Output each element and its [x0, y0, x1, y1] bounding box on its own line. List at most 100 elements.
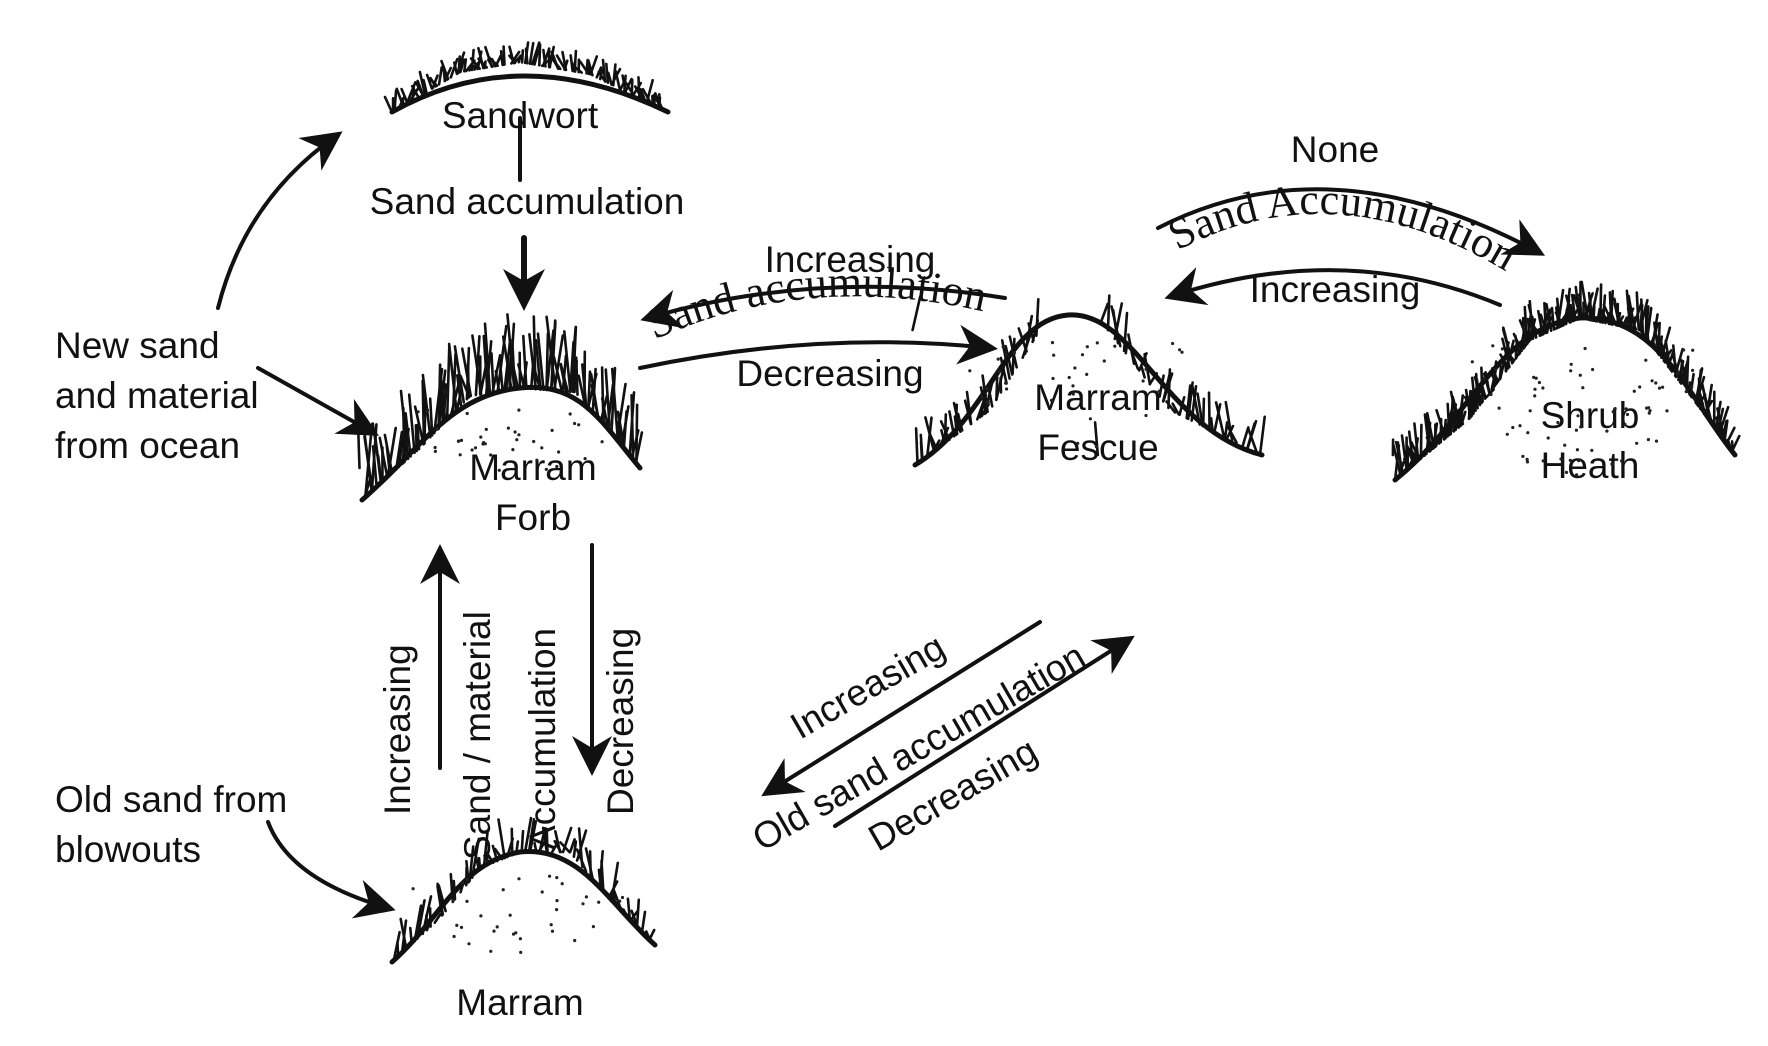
sand-dot — [618, 899, 622, 903]
sand-dot — [1605, 429, 1609, 433]
old-sand-increasing-arrow — [761, 620, 1042, 797]
sand-dot — [577, 423, 581, 427]
grass-blade — [1425, 436, 1434, 451]
sand-dot — [1635, 441, 1639, 445]
grass-blade — [523, 41, 530, 65]
grass-blade — [465, 859, 470, 884]
grass-blade — [536, 332, 545, 391]
grass-blade — [1698, 392, 1707, 417]
grass-blade — [1000, 339, 1011, 380]
grass-blade — [1580, 280, 1590, 321]
sand-dot — [549, 923, 553, 927]
sand-dot — [1581, 386, 1585, 390]
sand-dot — [1085, 372, 1089, 376]
grass-blade — [447, 342, 458, 412]
grass-blade — [1570, 293, 1577, 322]
sand-dot — [492, 929, 496, 933]
grass-blade — [597, 70, 607, 83]
grass-blade — [568, 838, 576, 854]
grass-blade — [510, 357, 520, 390]
grass-blade — [1657, 321, 1661, 356]
grass-blade — [482, 334, 489, 395]
grass-blade — [371, 445, 378, 489]
grass-blade — [571, 325, 578, 394]
grass-blade — [463, 58, 468, 73]
forb-fescue-sand-accumulation-label: Sand accumulation — [639, 257, 991, 349]
sand-dot — [1073, 366, 1077, 370]
sand-dot — [550, 428, 554, 432]
marram-forb-label-line1: Marram — [469, 447, 596, 488]
grass-blade — [622, 410, 628, 449]
forb-to-fescue-arrow — [638, 324, 998, 370]
sand-dot — [1076, 441, 1080, 445]
grass-blade — [1555, 297, 1562, 329]
sand-dot — [1579, 425, 1583, 429]
sand-dot — [1071, 384, 1075, 388]
sand-dot — [1541, 459, 1545, 463]
sand-dot — [421, 416, 426, 420]
grass-blade — [409, 926, 413, 946]
grass-blade — [533, 841, 538, 854]
grass-blade — [399, 389, 410, 460]
new-sand-to-sandwort-arrow — [216, 131, 343, 310]
sand-dot — [1494, 367, 1498, 371]
grass-blade — [622, 908, 630, 920]
sand-dot — [555, 899, 559, 903]
grass-blade — [956, 412, 964, 432]
grass-blade — [610, 367, 620, 442]
sand-dot — [411, 887, 415, 891]
sand-dot — [555, 908, 559, 912]
old-sand-to-marram-arrow — [266, 820, 396, 919]
grass-blade — [552, 355, 564, 393]
sand-dot — [1590, 448, 1594, 452]
grass-blade — [386, 426, 397, 479]
grass-blade — [1201, 397, 1206, 428]
grass-blade — [410, 84, 420, 98]
sand-dot — [1526, 431, 1530, 435]
shrub-heath-vegetation — [1391, 280, 1741, 482]
new-sand-label-line3: from ocean — [55, 425, 240, 466]
sand-dot — [435, 427, 439, 431]
grass-blade — [394, 430, 404, 471]
sand-dot — [597, 900, 601, 904]
sand-dot — [473, 446, 478, 450]
grass-blade — [553, 839, 563, 854]
sand-dot — [1491, 344, 1495, 348]
sand-dot — [1141, 379, 1145, 383]
grass-blade — [1475, 378, 1482, 407]
grass-blade — [1213, 403, 1222, 434]
grass-blade — [1258, 415, 1266, 456]
grass-blade — [421, 379, 426, 446]
sand-dot — [519, 950, 523, 955]
grass-blade — [522, 334, 528, 390]
sandwort-dune: Sandwort — [383, 41, 671, 136]
sand-dot — [1012, 351, 1017, 355]
grass-blade — [520, 49, 525, 64]
grass-blade — [520, 829, 525, 854]
sand-dot — [1482, 376, 1486, 380]
old-sand-label-line1: Old sand from — [55, 779, 287, 820]
grass-blade — [612, 889, 624, 914]
sand-dot — [1613, 407, 1617, 411]
grass-blade — [575, 848, 588, 873]
grass-blade — [952, 401, 962, 433]
grass-blade — [508, 54, 517, 65]
new-sand-label-line2: and material — [55, 375, 259, 416]
sand-dot — [996, 357, 1000, 361]
sandwort-dune-outline — [389, 73, 671, 115]
grass-blade — [1484, 371, 1491, 395]
grass-blade — [1589, 307, 1596, 323]
sand-dot — [1067, 375, 1071, 380]
grass-blade — [498, 358, 504, 393]
sand-dot — [535, 458, 539, 462]
grass-blade — [528, 820, 538, 854]
grass-blade — [1099, 302, 1110, 323]
grass-blade — [437, 363, 442, 430]
sand-dot — [489, 453, 493, 457]
grass-blade — [559, 362, 569, 393]
grass-blade — [1093, 421, 1100, 457]
grass-blade — [600, 859, 605, 894]
grass-blade — [1209, 417, 1214, 433]
sand-dot — [1525, 460, 1530, 464]
grass-blade — [487, 55, 499, 67]
